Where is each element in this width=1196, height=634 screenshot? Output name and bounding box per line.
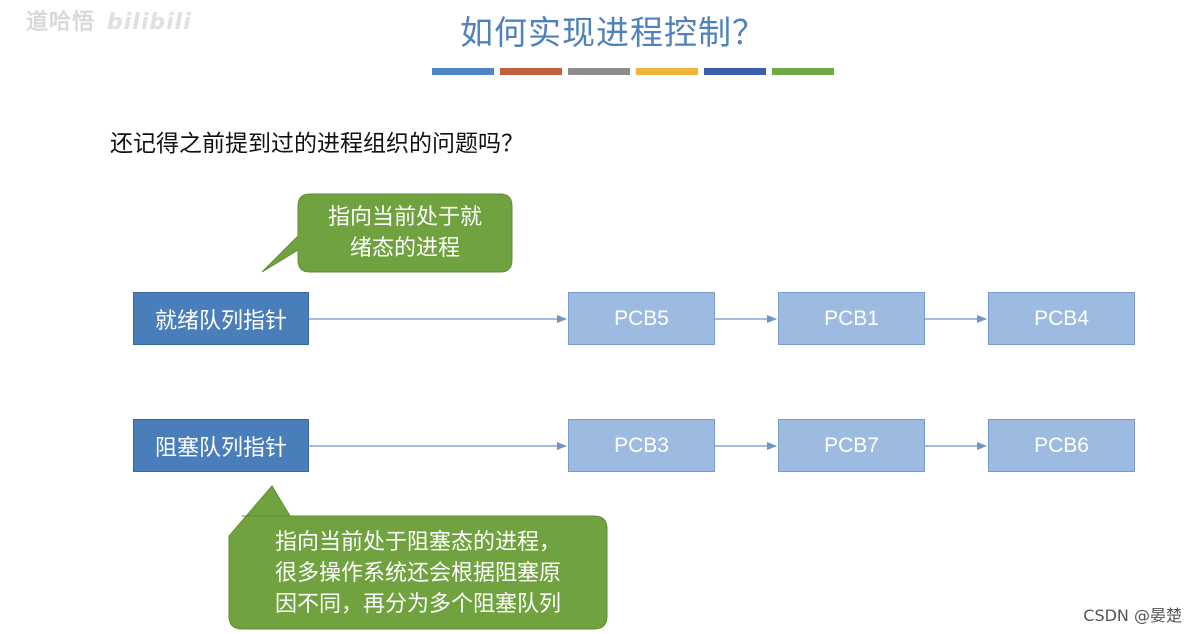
callout-blocked-text: 指向当前处于阻塞态的进程， 很多操作系统还会根据阻塞原 因不同，再分为多个阻塞队…	[229, 527, 607, 620]
ready-queue-pointer: 就绪队列指针	[133, 292, 309, 345]
callout-line: 很多操作系统还会根据阻塞原	[274, 561, 561, 586]
callout-blocked-bubble	[228, 485, 608, 630]
blocked-queue-pointer: 阻塞队列指针	[133, 419, 309, 472]
color-bar-segment	[636, 68, 698, 75]
color-bar-segment	[704, 68, 766, 75]
pcb-block: PCB3	[568, 419, 715, 472]
color-bar-segment	[432, 68, 494, 75]
callout-line: 指向当前处于就	[327, 205, 482, 230]
callout-line: 因不同，再分为多个阻塞队列	[274, 592, 561, 617]
bilibili-logo: bilibili	[107, 10, 192, 35]
pcb-block: PCB6	[988, 419, 1135, 472]
color-bar-segment	[568, 68, 630, 75]
callout-ready-bubble	[261, 193, 513, 273]
watermark-bottom-right: CSDN @晏楚	[1083, 606, 1182, 625]
slide-title: 如何实现进程控制？	[460, 13, 766, 52]
color-bar-segment	[772, 68, 834, 75]
pcb-block: PCB1	[778, 292, 925, 345]
callout-line: 绪态的进程	[349, 236, 460, 261]
callout-line: 指向当前处于阻塞态的进程，	[274, 530, 561, 555]
pcb-block: PCB7	[778, 419, 925, 472]
watermark-top-left: 道哈悟 bilibili	[26, 4, 192, 36]
question-text: 还记得之前提到过的进程组织的问题吗？	[110, 131, 524, 157]
watermark-text: 道哈悟	[26, 10, 96, 35]
callout-ready-text: 指向当前处于就 绪态的进程	[298, 202, 512, 264]
color-bar-segment	[500, 68, 562, 75]
pcb-block: PCB5	[568, 292, 715, 345]
pcb-block: PCB4	[988, 292, 1135, 345]
